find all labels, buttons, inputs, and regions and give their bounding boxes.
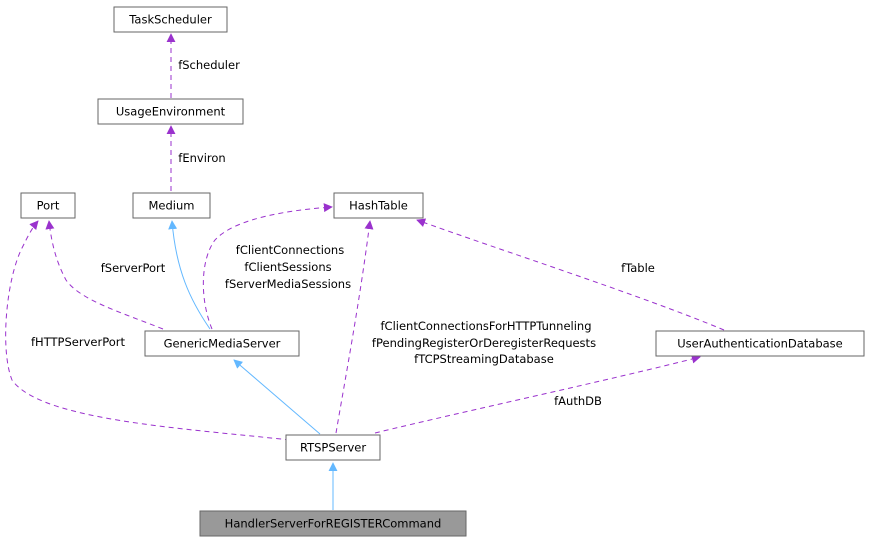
- label-ftable: fTable: [621, 261, 655, 275]
- label-fauthdb: fAuthDB: [554, 394, 602, 408]
- label-fscheduler: fScheduler: [178, 58, 240, 72]
- node-usageenvironment[interactable]: UsageEnvironment: [97, 98, 244, 125]
- label-fclientconnections: fClientConnections: [236, 243, 344, 257]
- node-hashtable-label: HashTable: [349, 199, 408, 213]
- label-fclientsessions: fClientSessions: [244, 260, 331, 274]
- node-rtspserver[interactable]: RTSPServer: [285, 434, 381, 461]
- node-genericmediaserver-label: GenericMediaServer: [164, 337, 281, 351]
- node-handlerserverforregistercommand[interactable]: HandlerServerForREGISTERCommand: [199, 510, 467, 537]
- edge-fserverport: [45, 220, 164, 330]
- edge-fauthdb: [374, 354, 701, 434]
- label-fenviron: fEnviron: [178, 151, 225, 165]
- node-rtspserver-label: RTSPServer: [300, 441, 366, 455]
- label-fhttpserverport: fHTTPServerPort: [31, 335, 125, 349]
- edge-fhttpserverport: [5, 220, 291, 441]
- label-ftcpstreaming: fTCPStreamingDatabase: [414, 352, 554, 366]
- edge-fclientconnectionsforhttp: [335, 220, 374, 434]
- node-genericmediaserver[interactable]: GenericMediaServer: [144, 330, 300, 357]
- label-fpendingregister: fPendingRegisterOrDeregisterRequests: [372, 336, 596, 350]
- label-fclientconnectionsforhttp: fClientConnectionsForHTTPTunneling: [381, 319, 592, 333]
- node-medium[interactable]: Medium: [132, 192, 211, 219]
- node-userauthenticationdatabase[interactable]: UserAuthenticationDatabase: [655, 330, 865, 357]
- node-taskscheduler[interactable]: TaskScheduler: [113, 6, 228, 33]
- node-port-label: Port: [37, 199, 60, 213]
- node-handlerserverforregistercommand-label: HandlerServerForREGISTERCommand: [225, 517, 442, 531]
- node-userauthenticationdatabase-label: UserAuthenticationDatabase: [677, 337, 843, 351]
- node-port[interactable]: Port: [20, 192, 76, 219]
- edge-inherit-genericmediaserver-medium: [168, 220, 211, 330]
- node-taskscheduler-label: TaskScheduler: [128, 13, 212, 27]
- edge-ftable: [416, 218, 725, 331]
- label-fserverport: fServerPort: [101, 261, 166, 275]
- edge-fclientconnections: [202, 203, 333, 330]
- node-hashtable[interactable]: HashTable: [333, 192, 424, 219]
- node-medium-label: Medium: [149, 199, 195, 213]
- node-usageenvironment-label: UsageEnvironment: [116, 105, 226, 119]
- edge-inherit-rtspserver-genericmediaserver: [233, 359, 321, 435]
- label-fservermediasessions: fServerMediaSessions: [225, 277, 351, 291]
